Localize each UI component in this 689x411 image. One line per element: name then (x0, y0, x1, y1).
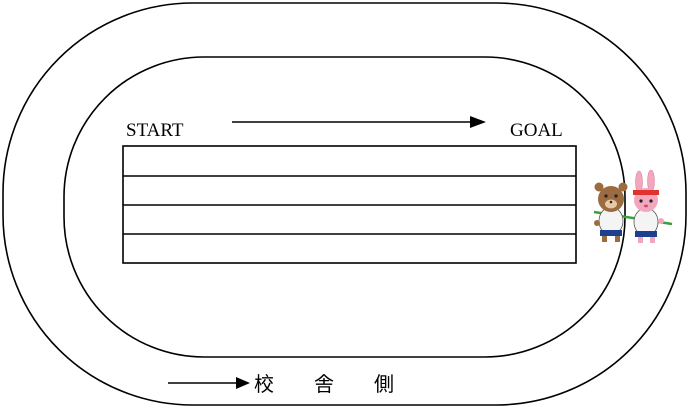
building-side-label: 校 舎 側 (254, 372, 394, 396)
lanes-block (122, 145, 577, 264)
rabbit-icon (633, 169, 664, 243)
bear-and-rabbit-runners-icon (593, 169, 673, 243)
goal-label: GOAL (510, 120, 563, 141)
start-label: START (126, 120, 184, 141)
direction-arrow (232, 116, 486, 128)
bear-icon (594, 182, 628, 242)
inner-track-line (63, 56, 626, 358)
outer-track-line (2, 2, 687, 406)
building-side-arrow (168, 377, 250, 389)
